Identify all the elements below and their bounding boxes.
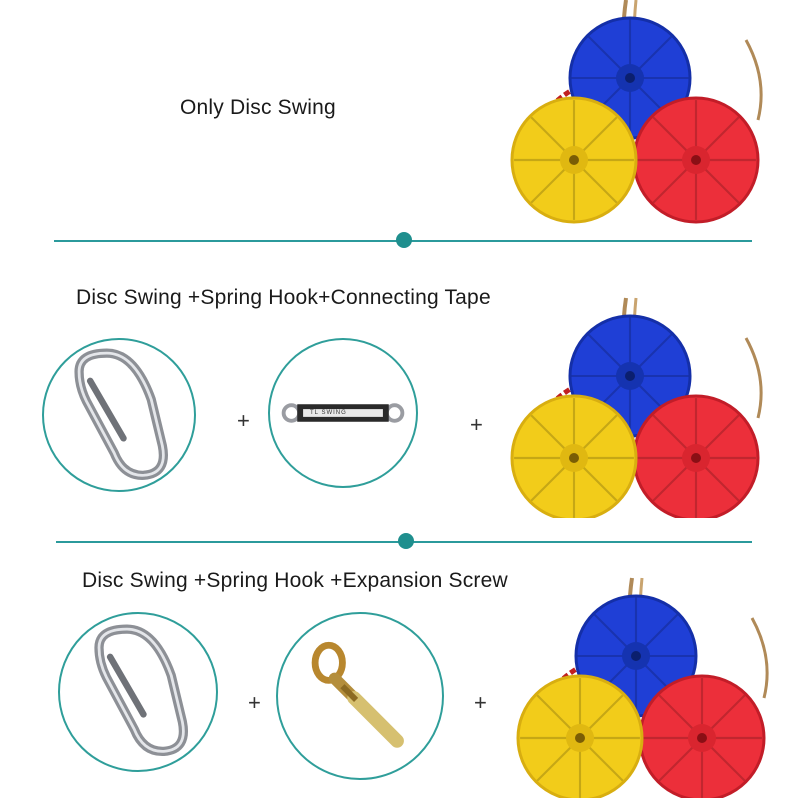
plus-sign: +: [248, 690, 261, 715]
plus-sign: +: [237, 408, 250, 433]
expansion-screw-icon: [311, 641, 404, 748]
spring-hook-icon: [44, 340, 194, 490]
plus-sign: +: [470, 412, 483, 437]
spring-hook-icon: [60, 614, 216, 770]
divider-dot: [396, 232, 412, 248]
expansion-screw-circle: [276, 612, 444, 780]
plus-sign: +: [474, 690, 487, 715]
disc-swing-set-image: [508, 0, 768, 232]
spring-hook-circle: [42, 338, 196, 492]
section-title-hook-tape: Disc Swing +Spring Hook+Connecting Tape: [76, 286, 491, 309]
tape-label: TL SWING: [310, 410, 347, 416]
disc-swing-set-image: [508, 278, 768, 518]
connecting-tape-icon: [281, 403, 405, 423]
spring-hook-circle: [58, 612, 218, 772]
section-title-only-disc-swing: Only Disc Swing: [180, 96, 336, 119]
section-title-hook-screw: Disc Swing +Spring Hook +Expansion Screw: [82, 569, 508, 592]
divider-dot: [398, 533, 414, 549]
connecting-tape-circle: TL SWING: [268, 338, 418, 488]
disc-swing-set-image: [514, 562, 774, 798]
